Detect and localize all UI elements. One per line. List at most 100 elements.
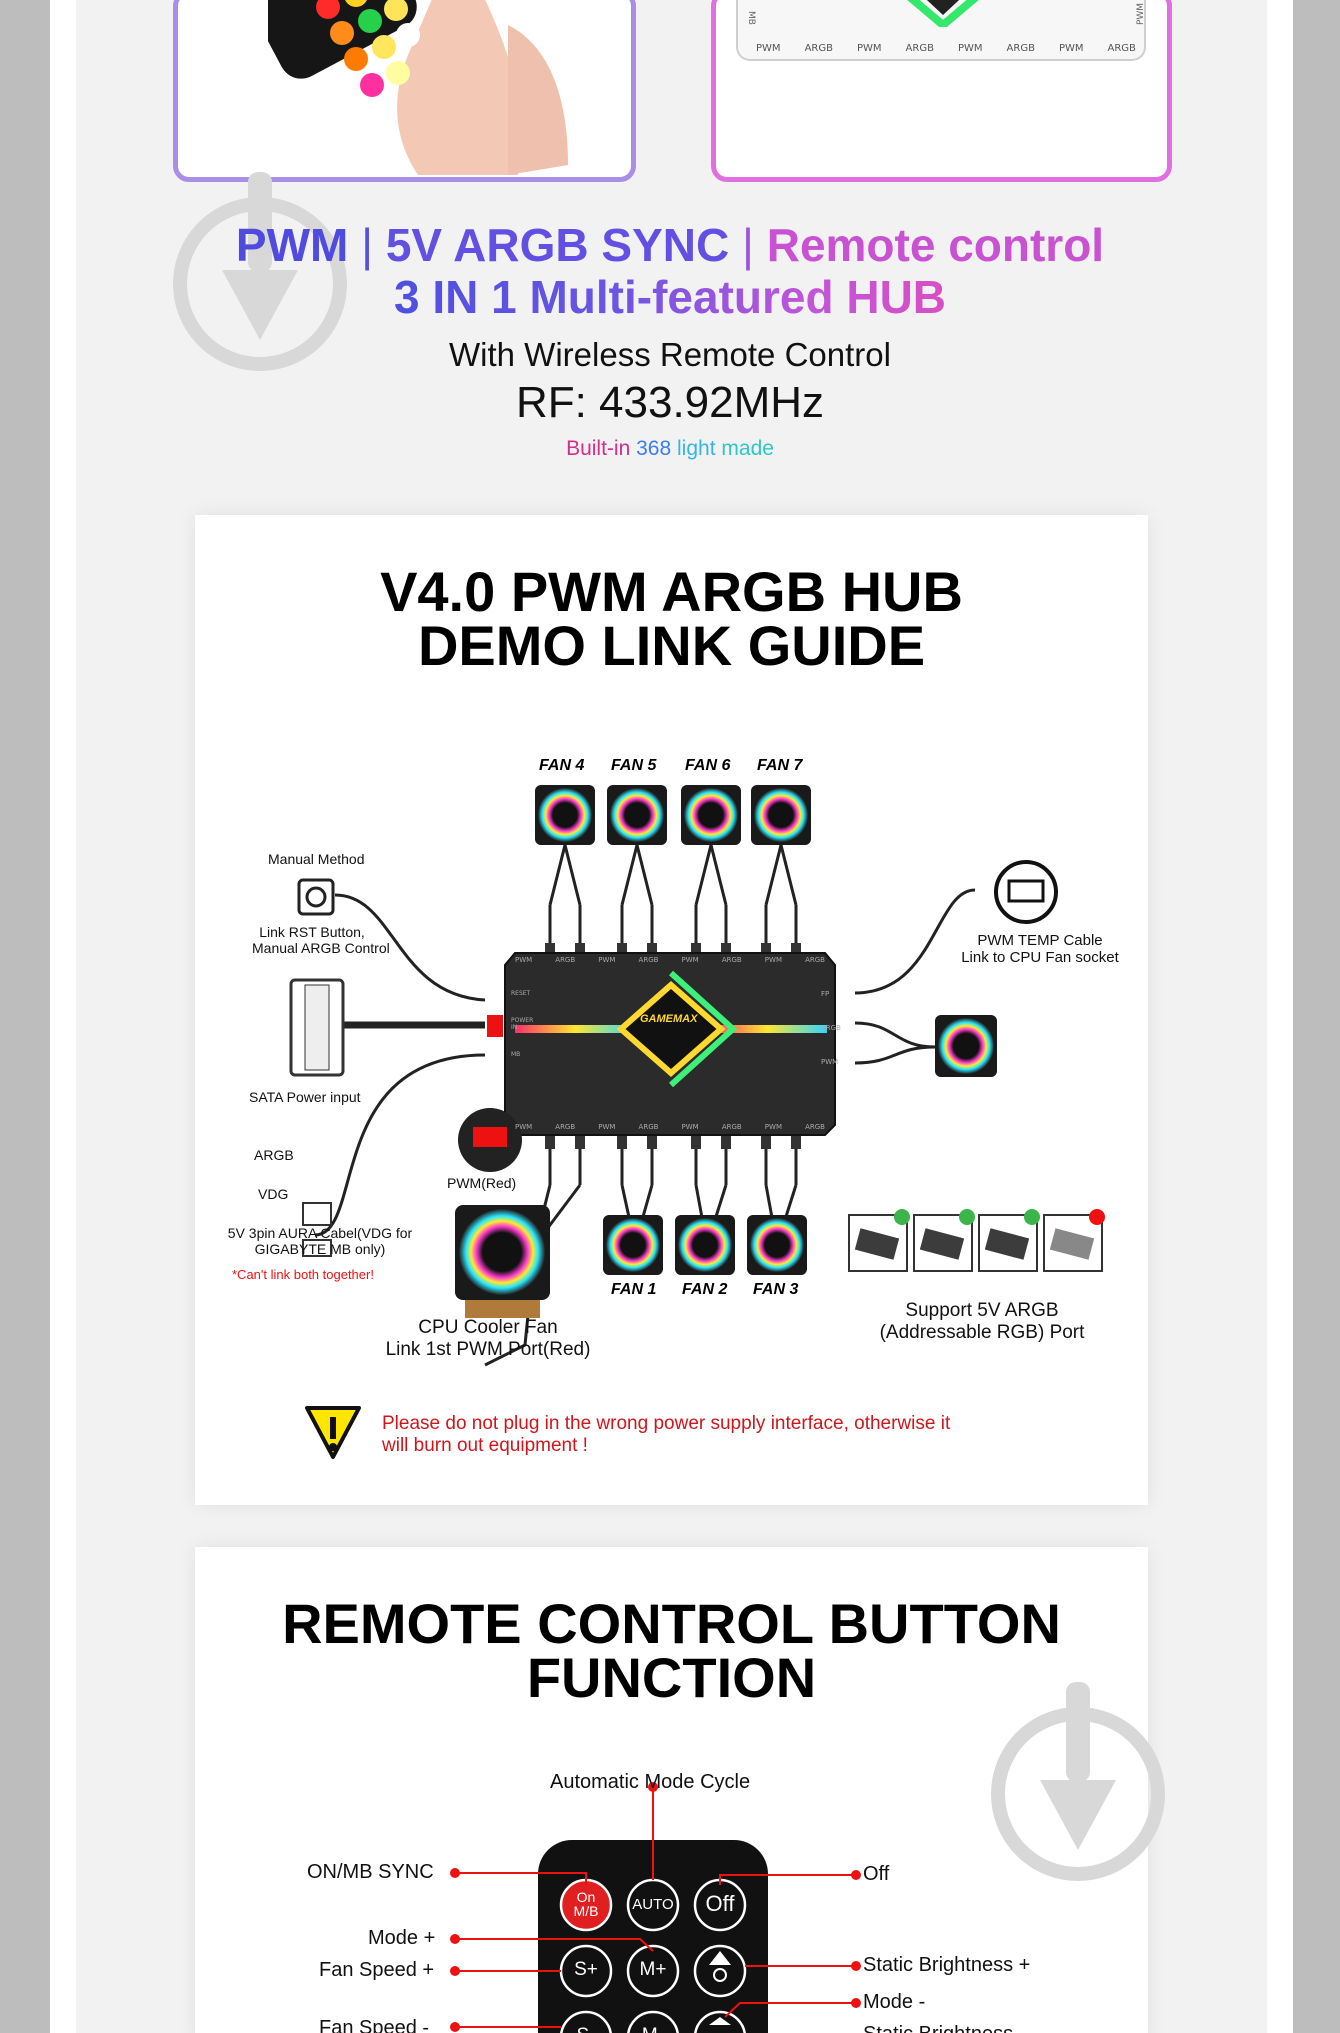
hub-top-port-0: PWM xyxy=(515,956,533,964)
remote-title-line2: FUNCTION xyxy=(526,1646,817,1709)
static-brightness-plus-label: Static Brightness + xyxy=(863,1954,1031,1976)
hub-left-port-2: MB xyxy=(511,1051,521,1058)
link-guide-card: V4.0 PWM ARGB HUB DEMO LINK GUIDE xyxy=(195,515,1148,1505)
hero-built-in-lights: Built-in 368 light made xyxy=(566,437,774,460)
remote-hand-image-frame xyxy=(173,0,636,182)
download-watermark-icon xyxy=(173,172,347,371)
argb-support-label: Support 5V ARGB (Addressable RGB) Port xyxy=(879,1300,1085,1343)
hero-multi-hub: 3 IN 1 Multi-featured HUB xyxy=(393,271,947,323)
speed-minus-button[interactable]: S- xyxy=(563,2025,609,2033)
hub-port-label-0: PWM xyxy=(756,43,781,54)
remote-in-hand-image xyxy=(268,0,568,175)
mode-minus-button[interactable]: M- xyxy=(630,2025,676,2033)
mode-plus-label: Mode + xyxy=(368,1927,436,1949)
guide-title-line1: V4.0 PWM ARGB HUB xyxy=(380,560,963,623)
speed-plus-button[interactable]: S+ xyxy=(574,1959,598,1980)
remote-function-card: REMOTE CONTROL BUTTON FUNCTION xyxy=(195,1547,1148,2033)
fan-1-label: FAN 1 xyxy=(611,1281,657,1298)
hub-image: MB PWM PWM ARGB PWM ARGB PWM ARGB PWM ARGB xyxy=(736,0,1146,61)
hero-pwm: PWM xyxy=(235,219,349,271)
hub-brand-logo: GAMEMAX xyxy=(640,1013,698,1025)
hub-bottom-port-2: PWM xyxy=(598,1123,616,1131)
auto-cycle-label: Automatic Mode Cycle xyxy=(550,1771,751,1793)
remote-diagram xyxy=(450,1782,861,2033)
hub-bottom-port-4: PWM xyxy=(681,1123,699,1131)
hub-port-labels: PWM ARGB PWM ARGB PWM ARGB PWM ARGB xyxy=(756,43,1136,54)
hub-top-port-7: ARGB xyxy=(805,956,825,964)
mode-plus-button[interactable]: M+ xyxy=(639,1959,667,1980)
hero-rf-frequency: RF: 433.92MHz xyxy=(515,378,825,427)
fan-6-label: FAN 6 xyxy=(685,757,731,774)
download-watermark-icon xyxy=(991,1682,1165,1881)
hub-left-port-1: POWER IN xyxy=(511,1017,534,1031)
hub-port-label-6: PWM xyxy=(1058,43,1084,54)
on-mb-button[interactable]: On M/B xyxy=(573,1889,599,1919)
guide-title-line2: DEMO LINK GUIDE xyxy=(417,614,926,677)
on-mb-sync-label: ON/MB SYNC xyxy=(307,1861,434,1883)
hub-top-port-3: ARGB xyxy=(638,956,659,964)
manual-method-label: Manual Method xyxy=(268,851,365,867)
hub-bottom-port-1: ARGB xyxy=(555,1123,576,1131)
rst-button-label: Link RST Button, Manual ARGB Control xyxy=(252,924,390,956)
off-label: Off xyxy=(863,1863,890,1885)
hub-bottom-port-5: ARGB xyxy=(721,1123,742,1131)
fan-7-label: FAN 7 xyxy=(757,757,803,774)
hub-port-label-4: PWM xyxy=(957,43,983,54)
fan-speed-minus-label: Fan Speed - xyxy=(319,2017,430,2033)
hub-port-label-3: ARGB xyxy=(905,43,934,54)
hub-top-port-2: PWM xyxy=(598,956,616,964)
hub-port-label-5: ARGB xyxy=(1006,43,1035,54)
aura-cable-label: 5V 3pin AURA Cabel(VDG for GIGABYTE MB o… xyxy=(227,1225,413,1257)
hub-top-port-5: ARGB xyxy=(721,956,742,964)
brightness-down-icon[interactable] xyxy=(695,2012,745,2033)
hub-top-ports: PWM ARGB PWM ARGB PWM ARGB PWM ARGB xyxy=(515,956,825,964)
brightness-up-icon[interactable] xyxy=(695,1946,745,1996)
hero-wireless: With Wireless Remote Control xyxy=(449,336,891,373)
fan-2-label: FAN 2 xyxy=(682,1281,728,1298)
hub-top-port-1: ARGB xyxy=(555,956,576,964)
hub-side-right-label: PWM xyxy=(1136,2,1147,26)
hero-remote-control: Remote control xyxy=(766,219,1105,271)
hub-led-diamond xyxy=(907,0,979,27)
hero-separator: | xyxy=(361,219,374,271)
remote-title-line1: REMOTE CONTROL BUTTON xyxy=(282,1592,1061,1655)
hub-bottom-port-6: PWM xyxy=(764,1123,782,1131)
hub-bottom-port-3: ARGB xyxy=(638,1123,659,1131)
hub-bottom-port-7: ARGB xyxy=(805,1123,825,1131)
mode-minus-label: Mode - xyxy=(863,1991,926,2013)
hub-top-image-frame: MB PWM PWM ARGB PWM ARGB PWM ARGB PWM ARGB xyxy=(711,0,1172,182)
fan-5-label: FAN 5 xyxy=(611,757,657,774)
vdg-connector-label: VDG xyxy=(258,1186,289,1202)
sata-power-label: SATA Power input xyxy=(249,1089,361,1105)
power-warning-text: Please do not plug in the wrong power su… xyxy=(382,1413,951,1456)
hub-right-port-0: FP xyxy=(821,990,830,998)
fan-3-label: FAN 3 xyxy=(753,1281,799,1298)
hub-side-left-label: MB xyxy=(745,11,756,25)
hub-left-ports: RESET POWER IN MB xyxy=(511,990,534,1058)
cant-link-warning: *Can't link both together! xyxy=(232,1267,374,1282)
hub-right-port-2: PWM xyxy=(821,1058,839,1066)
fan-speed-plus-label: Fan Speed + xyxy=(319,1959,435,1981)
hero-separator: | xyxy=(741,219,754,271)
pwm-red-label: PWM(Red) xyxy=(447,1175,517,1191)
hub-port-label-7: ARGB xyxy=(1107,43,1136,54)
hub-port-label-2: PWM xyxy=(856,43,882,54)
argb-connector-label: ARGB xyxy=(254,1147,294,1163)
pwm-temp-cable-label: PWM TEMP Cable Link to CPU Fan socket xyxy=(961,932,1119,966)
hub-bottom-port-0: PWM xyxy=(515,1123,533,1131)
link-guide-diagram xyxy=(289,785,1105,1459)
off-button[interactable]: Off xyxy=(705,1891,735,1916)
hero-feature-line: PWM | 5V ARGB SYNC | Remote control xyxy=(0,218,1340,272)
hub-top-port-6: PWM xyxy=(764,956,782,964)
hero-argb-sync: 5V ARGB SYNC xyxy=(385,219,730,271)
hub-port-label-1: ARGB xyxy=(804,43,833,54)
auto-button[interactable]: AUTO xyxy=(632,1896,674,1913)
fan-4-label: FAN 4 xyxy=(539,757,585,774)
hub-bottom-ports: PWM ARGB PWM ARGB PWM ARGB PWM ARGB xyxy=(515,1123,825,1131)
hub-left-port-0: RESET xyxy=(511,990,531,997)
hero-subtitle: 3 IN 1 Multi-featured HUB xyxy=(0,270,1340,324)
cpu-cooler-label: CPU Cooler Fan Link 1st PWM Port(Red) xyxy=(385,1317,591,1360)
static-brightness-minus-label: Static Brightness - xyxy=(863,2023,1025,2033)
hub-top-port-4: PWM xyxy=(681,956,699,964)
